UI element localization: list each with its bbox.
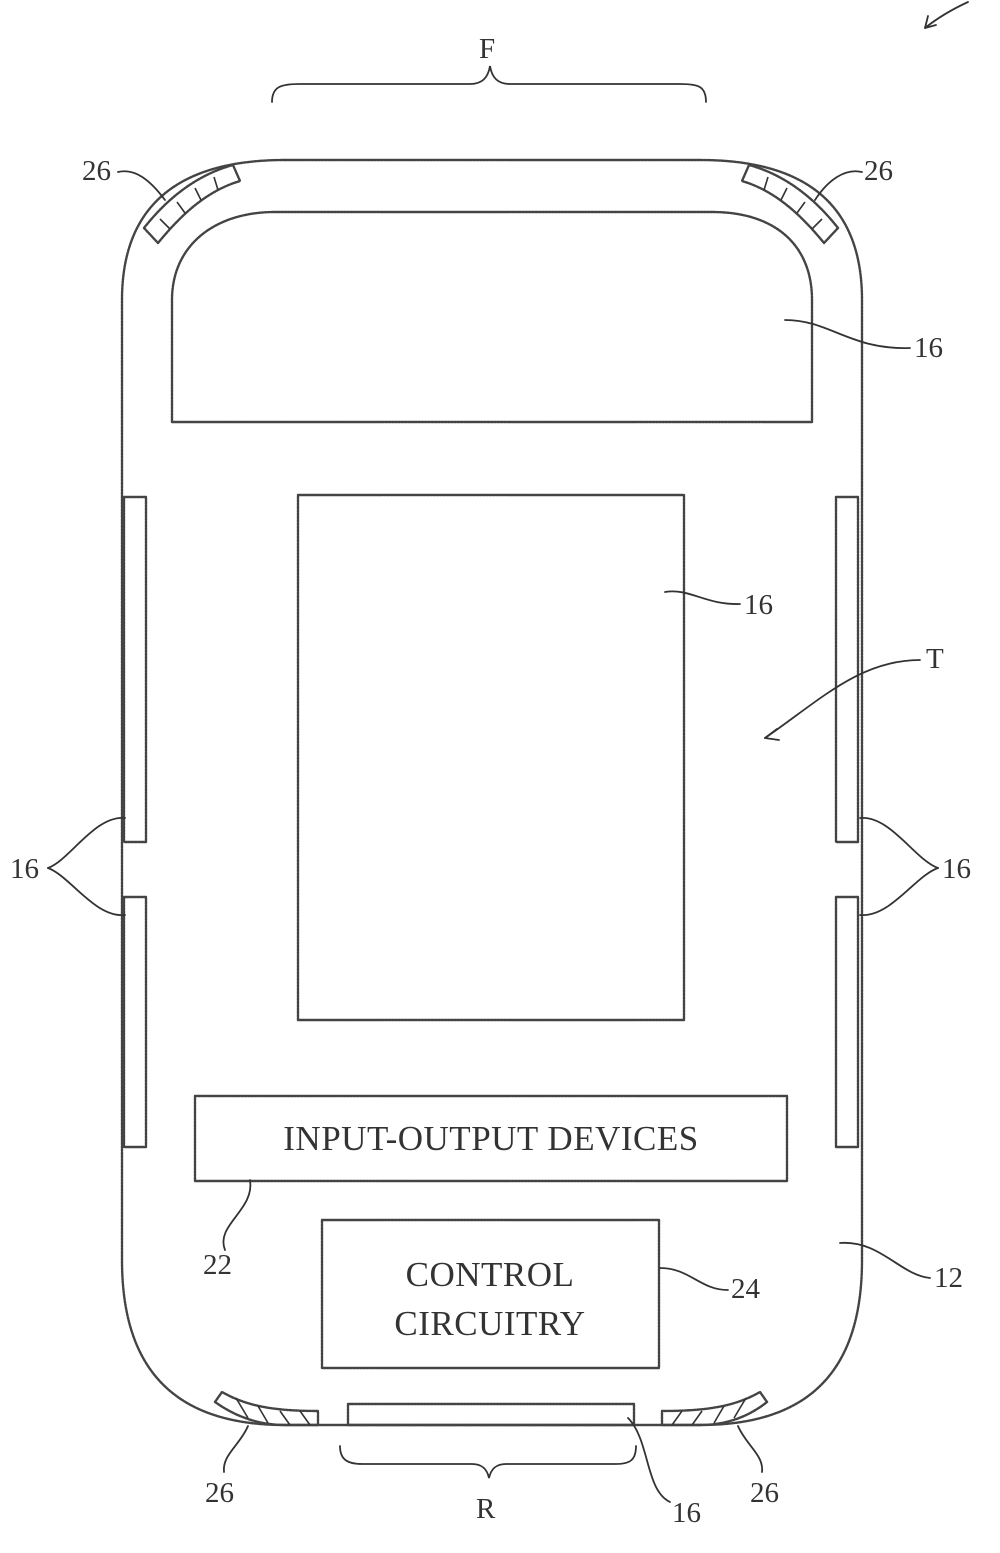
ref-24-control: 24 xyxy=(731,1273,761,1305)
ref-16-front-window: 16 xyxy=(914,332,943,364)
control-label-line2: CIRCUITRY xyxy=(394,1304,585,1343)
rear-left-light xyxy=(213,1390,320,1427)
front-left-light xyxy=(142,163,242,245)
ref-16-left-windows: 16 xyxy=(10,853,39,885)
ref-16-rear-window: 16 xyxy=(672,1497,701,1529)
front-label: F xyxy=(479,33,495,65)
vehicle-body-outline xyxy=(120,158,864,1427)
io-devices-box xyxy=(193,1094,789,1183)
ref-12-body: 12 xyxy=(934,1262,963,1294)
roof-window xyxy=(296,493,686,1022)
ref-26-front-left: 26 xyxy=(82,155,111,187)
ref-16-roof-window: 16 xyxy=(744,589,773,621)
control-circuitry-box xyxy=(320,1218,661,1370)
rear-window xyxy=(346,1402,636,1427)
front-window xyxy=(170,210,814,424)
rear-label: R xyxy=(476,1493,496,1525)
front-right-light xyxy=(740,163,840,245)
rear-right-light xyxy=(660,1390,769,1427)
ref-16-right-windows: 16 xyxy=(942,853,971,885)
left-rear-side-window xyxy=(122,895,148,1149)
ref-T-top: T xyxy=(926,643,944,675)
control-label-line1: CONTROL xyxy=(406,1255,575,1294)
ref-26-rear-left: 26 xyxy=(205,1477,234,1509)
ref-26-front-right: 26 xyxy=(864,155,893,187)
ref-22-io: 22 xyxy=(203,1249,232,1281)
right-front-side-window xyxy=(834,495,860,844)
right-rear-side-window xyxy=(834,895,860,1149)
rear-brace xyxy=(339,1445,637,1479)
leader-lines xyxy=(47,170,939,1503)
io-devices-label: INPUT-OUTPUT DEVICES xyxy=(283,1119,698,1158)
left-front-side-window xyxy=(122,495,148,844)
front-brace xyxy=(271,65,707,103)
figure-pointer-arrow xyxy=(924,1,969,29)
ref-26-rear-right: 26 xyxy=(750,1477,779,1509)
